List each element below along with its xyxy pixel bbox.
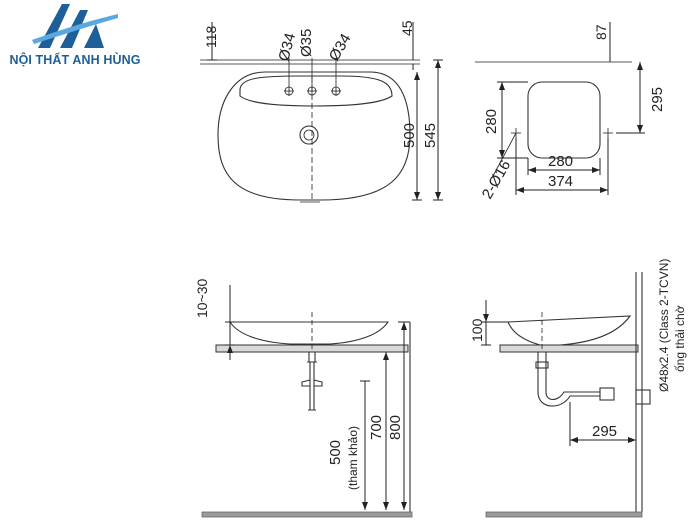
dim-h-top: 87 bbox=[593, 24, 609, 40]
dim-500: 500 bbox=[327, 440, 344, 465]
front-elevation bbox=[201, 285, 413, 518]
pipe-spec: Ø48x2.4 (Class 2-TCVN) bbox=[657, 259, 671, 392]
brand-logo-icon bbox=[32, 4, 118, 48]
dim-800: 800 bbox=[387, 415, 404, 440]
drain-hole bbox=[299, 125, 319, 145]
dim-500-note: (tham khảo) bbox=[346, 426, 360, 490]
dim-hole-right: Ø34 bbox=[326, 31, 355, 64]
dim-top-gap: 118 bbox=[203, 25, 219, 48]
dim-700: 700 bbox=[368, 415, 385, 440]
dim-rim: 10~30 bbox=[194, 278, 210, 318]
dim-depth-inner: 500 bbox=[401, 123, 418, 148]
dim-h-right: 295 bbox=[649, 87, 666, 112]
dim-depth-outer: 545 bbox=[422, 123, 439, 148]
brand-name: NỘI THẤT ANH HÙNG bbox=[9, 53, 141, 67]
cutout-view bbox=[475, 22, 645, 195]
side-elevation bbox=[481, 272, 651, 518]
dim-holes: 2-Ø16 bbox=[479, 157, 515, 202]
dim-faucet-gap: 45 bbox=[399, 20, 415, 36]
mount-hole-right bbox=[603, 128, 613, 138]
pipe-note: ống thải chờ bbox=[673, 305, 687, 372]
dim-w-outer: 374 bbox=[548, 173, 573, 190]
plan-view-basin bbox=[200, 22, 443, 203]
dim-100: 100 bbox=[469, 318, 485, 342]
faucet-hole-left bbox=[284, 86, 294, 96]
dim-hole-left: Ø34 bbox=[275, 31, 299, 63]
faucet-hole-right bbox=[331, 86, 341, 96]
dim-hole-center: Ø35 bbox=[298, 29, 315, 57]
dim-w-inner: 280 bbox=[548, 153, 573, 170]
dim-h-left: 280 bbox=[483, 109, 500, 134]
dim-295: 295 bbox=[592, 423, 617, 440]
